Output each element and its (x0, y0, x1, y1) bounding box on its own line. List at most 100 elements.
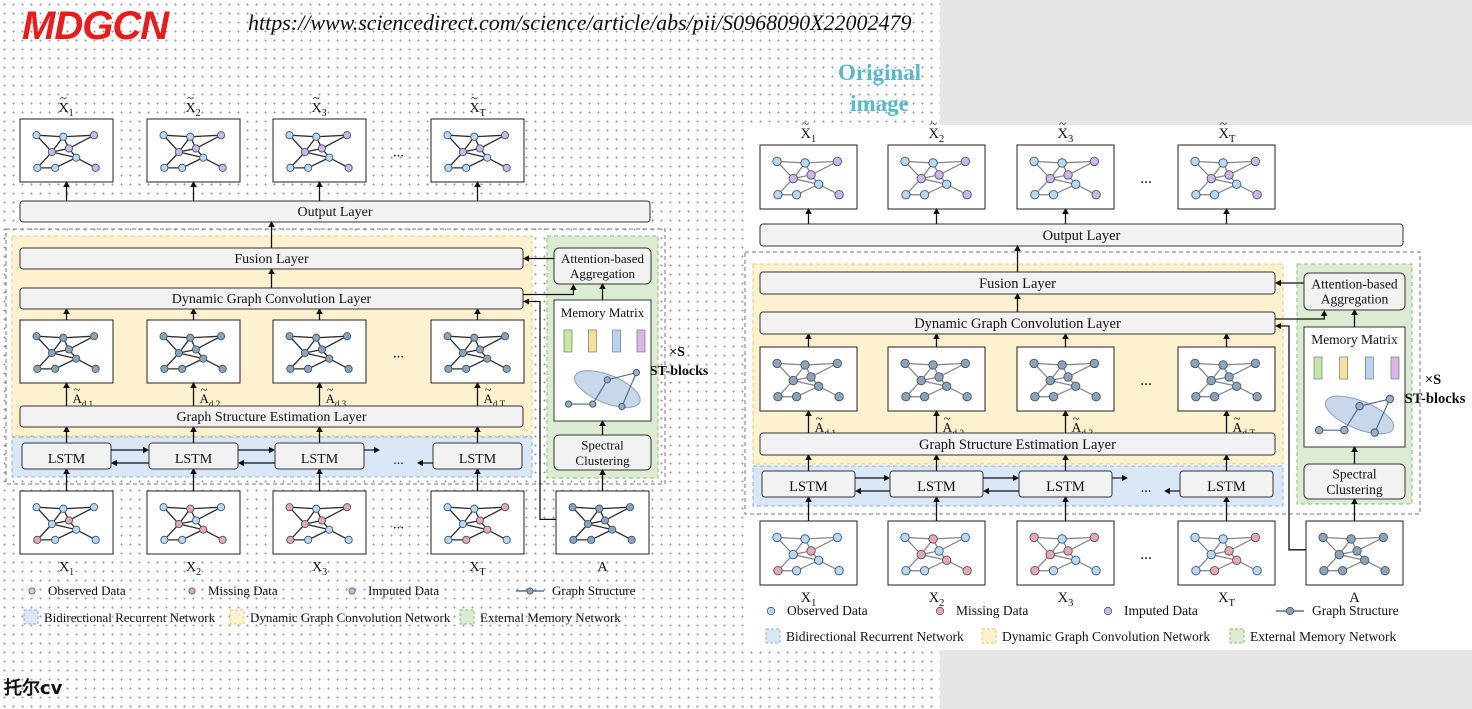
graph-node (595, 504, 604, 513)
graph-node (483, 525, 492, 534)
graph-node (814, 555, 824, 565)
adjacency-feedback (1281, 325, 1306, 551)
arrow-head (316, 468, 323, 474)
graph-node (1030, 392, 1040, 402)
arrow-head (1164, 487, 1170, 495)
graph-node (462, 364, 471, 373)
graph-node (502, 163, 511, 172)
graph-edge (163, 335, 191, 339)
graph-node (89, 332, 99, 341)
graph-node (47, 519, 56, 529)
graph-edge (36, 335, 64, 339)
graph-node (33, 535, 42, 544)
graph-edge (572, 506, 600, 510)
graph-node (317, 345, 326, 354)
repeat-count: ×S (1425, 372, 1441, 388)
output-label-x: XT~ (470, 91, 486, 119)
graph-node (1071, 179, 1081, 189)
graph-node (51, 364, 60, 373)
legend-emn: External Memory Network (480, 610, 621, 625)
arrow-head (1223, 496, 1230, 502)
graph-node (32, 131, 41, 140)
legend-observed: Observed Data (787, 603, 868, 618)
graph-node (1048, 566, 1059, 576)
graph-edge (1062, 362, 1095, 366)
graph-node (960, 358, 971, 369)
graph-edge (474, 134, 506, 138)
output-graph (146, 118, 241, 183)
graph-node (1048, 190, 1059, 200)
graph-edge (447, 134, 475, 138)
output-graph (272, 118, 367, 183)
graph-node (317, 516, 326, 525)
graph-node (814, 381, 824, 391)
graph-node (342, 131, 352, 140)
graph-node (916, 375, 926, 386)
arrow-head (474, 181, 481, 187)
arrow-head (523, 255, 529, 262)
cluster-ellipse (574, 370, 641, 408)
dynamic-graph (430, 319, 525, 384)
graph-edge (304, 523, 330, 531)
memory-node (1355, 402, 1364, 411)
graph-edge (316, 335, 348, 339)
graph-node (160, 364, 169, 373)
output-label-x: X2~ (929, 116, 945, 145)
graph-node (1250, 532, 1261, 543)
graph-node (59, 132, 68, 141)
lstm-ellipsis: ... (393, 453, 404, 468)
graph-node (773, 566, 783, 576)
graph-node (1063, 546, 1073, 556)
graph-edge (195, 335, 222, 351)
graph-node (1250, 156, 1261, 167)
dynamic-graph (1016, 346, 1115, 412)
graph-node (500, 503, 510, 512)
graph-edge (479, 134, 506, 150)
graph-edge (178, 352, 204, 360)
graph-edge (462, 523, 488, 531)
arrow-head (1062, 410, 1069, 416)
spectral-label: Spectral (581, 438, 624, 453)
legend-dot (1285, 606, 1295, 616)
legend-dot (1103, 606, 1113, 616)
graph-node (286, 364, 295, 373)
adjacency-graph (555, 490, 650, 555)
fusion-layer-label: Fusion Layer (234, 252, 309, 267)
graph-node (934, 372, 944, 382)
tilde-mark: ~ (471, 91, 478, 105)
graph-edge (36, 134, 64, 138)
graph-node (806, 546, 816, 556)
attention-label: Attention-based (561, 251, 645, 266)
st-block-boundary (5, 228, 666, 485)
graph-edge (777, 536, 806, 540)
graph-node (502, 535, 511, 544)
graph-node (483, 153, 492, 162)
memory-node (618, 402, 626, 411)
arrow-head (805, 208, 812, 214)
lstm-cell (432, 442, 523, 470)
graph-node (814, 179, 824, 189)
graph-node (1352, 546, 1362, 556)
graph-edge (805, 536, 838, 540)
graph-node (608, 525, 617, 534)
graph-node (462, 163, 471, 172)
graph-node (1209, 190, 1220, 200)
graph-node (806, 372, 816, 382)
source-url[interactable]: https://www.sciencedirect.com/science/ar… (248, 10, 912, 35)
graph-node (1045, 173, 1055, 184)
graph-node (806, 170, 816, 180)
spectral-label: Clustering (1326, 482, 1382, 497)
arrow-head (933, 410, 940, 416)
graph-node (72, 153, 81, 162)
graph-edge (1034, 536, 1063, 540)
graph-node (1206, 173, 1216, 184)
graph-edge (810, 362, 838, 378)
graph-node (89, 131, 99, 140)
graph-node (64, 516, 73, 525)
arrow-head (374, 446, 380, 454)
graph-node (325, 525, 334, 534)
output-layer (759, 223, 1404, 247)
graph-node (91, 163, 100, 172)
graph-node (312, 132, 321, 141)
repeat-count: ×S (669, 345, 685, 360)
